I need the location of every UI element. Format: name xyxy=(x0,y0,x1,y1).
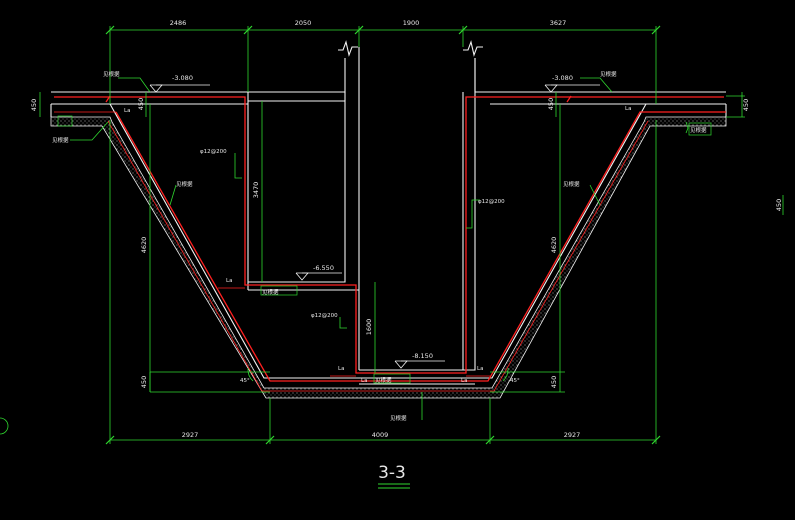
lap-label-5: La xyxy=(625,106,631,112)
elevation-right-top: -3.080 xyxy=(552,74,573,82)
rebar-spec-upper: φ12@200 xyxy=(200,149,227,155)
lap-label-4: La xyxy=(477,366,483,372)
dim-450-left-bottom: 450 xyxy=(140,376,148,388)
dim-450-far-right: 450 xyxy=(775,199,783,211)
dim-top-4: 3627 xyxy=(550,19,567,27)
bar-label-bottom: 见根据 xyxy=(390,414,407,422)
structure-outlines xyxy=(50,40,727,385)
bar-label-mid: 见根据 xyxy=(262,288,279,296)
angle-label-left: 45° xyxy=(240,378,250,384)
lap-label-6: La xyxy=(361,378,367,384)
angle-arcs xyxy=(247,367,509,382)
section-title: 3-3 xyxy=(378,463,406,483)
label-leaders xyxy=(57,115,712,384)
lap-label-1: La xyxy=(124,108,130,114)
dim-4620-right: 4620 xyxy=(550,237,558,254)
dim-top-1: 2486 xyxy=(170,19,187,27)
bar-label-right-edge: 见根据 xyxy=(690,126,707,134)
rebar-spec-lower: φ12@200 xyxy=(311,313,338,319)
lap-label-2: La xyxy=(226,278,232,284)
dim-450-right-top: 450 xyxy=(742,99,750,111)
dim-bottom-1: 2927 xyxy=(182,431,199,439)
dim-top-3: 1900 xyxy=(403,19,420,27)
rebar-lines xyxy=(54,95,726,392)
dim-450-left-top: 450 xyxy=(30,99,38,111)
dim-top-2: 2050 xyxy=(295,19,312,27)
edge-mark-left xyxy=(0,417,9,435)
elevation-markers xyxy=(149,84,600,369)
lap-label-3: La xyxy=(338,366,344,372)
dim-4620-left: 4620 xyxy=(140,237,148,254)
bar-label-top-left: 见根据 xyxy=(103,70,120,78)
dim-450-right-inner: 450 xyxy=(547,98,555,110)
pit-slab xyxy=(50,116,727,399)
dim-3470: 3470 xyxy=(252,182,260,199)
dimension-lines xyxy=(39,25,784,445)
rebar-spec-right: φ12@200 xyxy=(478,199,505,205)
bar-label-top-right: 见根据 xyxy=(600,70,617,78)
elevation-left-top: -3.080 xyxy=(172,74,193,82)
dim-bottom-3: 2927 xyxy=(564,431,581,439)
angle-label-right: 45° xyxy=(510,378,520,384)
dim-1600: 1600 xyxy=(365,319,373,336)
lap-label-7: La xyxy=(461,378,467,384)
bar-label-slope-right: 见根据 xyxy=(563,180,580,188)
elevation-bottom: -8.150 xyxy=(412,352,433,360)
dim-450-right-bottom: 450 xyxy=(550,376,558,388)
elevation-mid: -6.550 xyxy=(313,264,334,272)
bar-label-bottom-inner: 见根据 xyxy=(375,376,392,384)
bar-label-slope-left: 见根据 xyxy=(176,180,193,188)
dim-450-left-inner: 450 xyxy=(137,98,145,110)
bar-label-left-edge: 见根据 xyxy=(52,136,69,144)
dim-bottom-2: 4009 xyxy=(372,431,389,439)
